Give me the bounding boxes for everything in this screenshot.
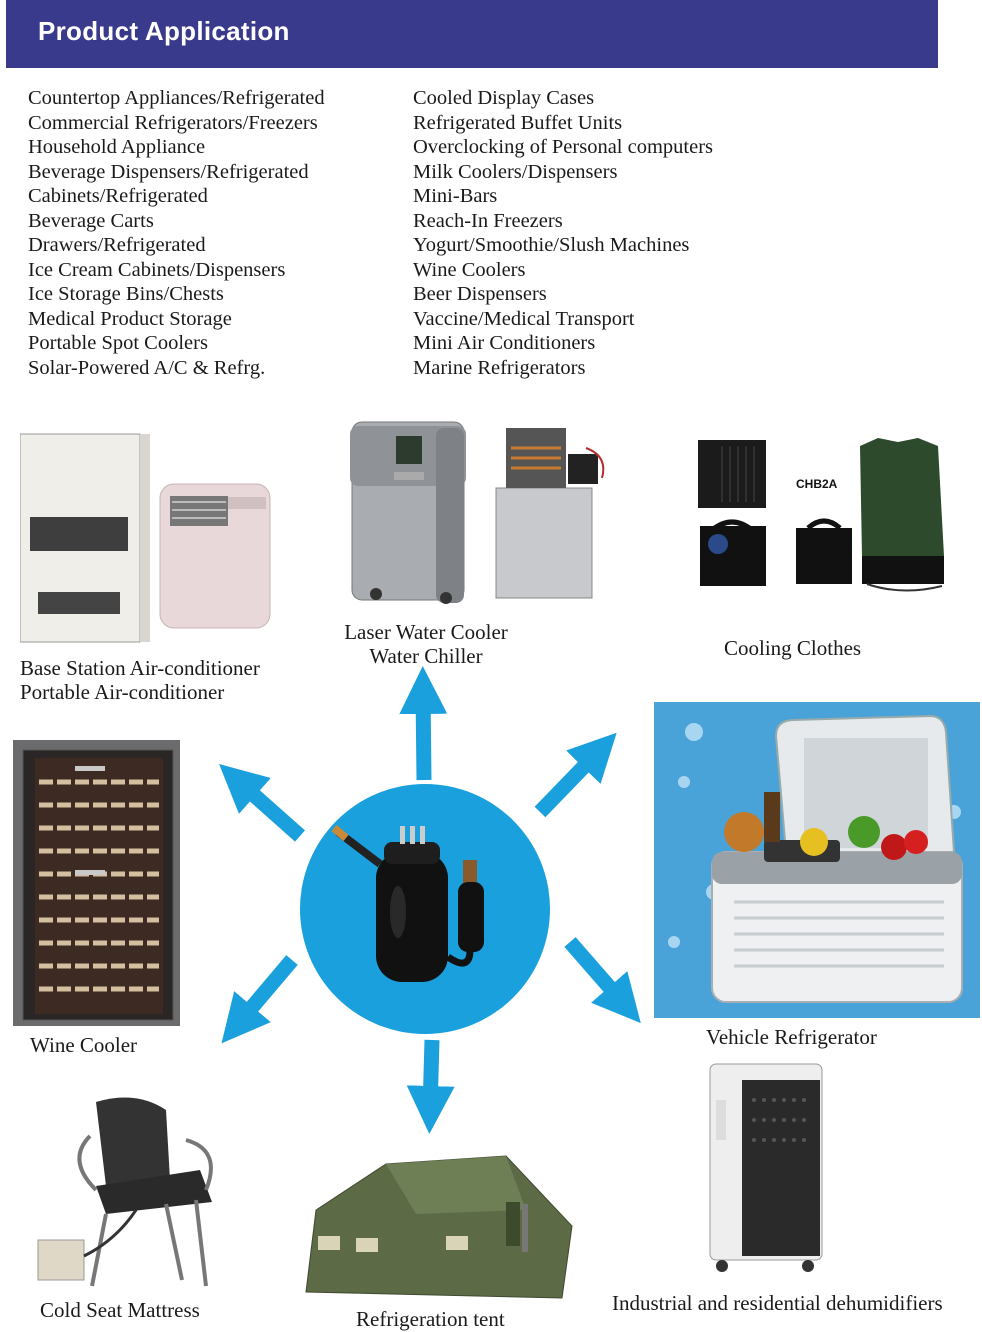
arrow-down-right xyxy=(564,937,641,1024)
caption-air-conditioner-line2: Portable Air-conditioner xyxy=(20,680,225,704)
application-left-item: Solar-Powered A/C & Refrg. xyxy=(28,356,266,379)
application-right-item: Refrigerated Buffet Units xyxy=(413,111,623,134)
application-left-item: Ice Cream Cabinets/Dispensers xyxy=(28,258,286,281)
application-left-item: Beverage Carts xyxy=(28,209,154,232)
caption-air-conditioner-line1: Base Station Air-conditioner xyxy=(20,656,260,680)
application-right-item: Milk Coolers/Dispensers xyxy=(413,160,618,183)
caption-dehumidifier: Industrial and residential dehumidifiers xyxy=(612,1291,943,1315)
application-right-item: Marine Refrigerators xyxy=(413,356,586,379)
application-right-item: Reach-In Freezers xyxy=(413,209,563,232)
wine-cooler-image xyxy=(13,740,180,1026)
caption-air-conditioner: Base Station Air-conditioner Portable Ai… xyxy=(20,656,260,704)
application-right-item: Yogurt/Smoothie/Slush Machines xyxy=(413,234,690,256)
cooling-clothes-image: CHB2A xyxy=(698,438,944,592)
application-left-item: Portable Spot Coolers xyxy=(28,332,208,354)
caption-laser-line1: Laser Water Cooler xyxy=(344,620,508,644)
caption-cooling-clothes: Cooling Clothes xyxy=(724,636,862,660)
arrow-up-right xyxy=(534,732,617,818)
application-left-item: Medical Product Storage xyxy=(28,307,232,330)
application-left-item: Beverage Dispensers/Refrigerated xyxy=(28,160,309,183)
application-right-item: Cooled Display Cases xyxy=(413,87,595,109)
tent-image xyxy=(305,1155,573,1299)
application-right-item: Mini Air Conditioners xyxy=(413,332,596,354)
application-right-item: Mini-Bars xyxy=(413,185,498,207)
page-title: Product Application xyxy=(38,16,290,46)
header-banner: Product Application xyxy=(6,0,938,68)
compressor-center xyxy=(300,784,550,1034)
air-conditioner-image xyxy=(20,433,271,643)
caption-vehicle-refrigerator: Vehicle Refrigerator xyxy=(706,1025,877,1049)
application-right-item: Beer Dispensers xyxy=(413,283,547,305)
caption-wine-cooler: Wine Cooler xyxy=(30,1033,138,1057)
application-right-item: Overclocking of Personal computers xyxy=(413,136,714,158)
arrow-down-left xyxy=(221,955,298,1044)
application-right-item: Wine Coolers xyxy=(413,258,526,281)
application-left-item: Drawers/Refrigerated xyxy=(28,234,206,256)
application-left-item: Household Appliance xyxy=(28,136,206,158)
application-left-item: Countertop Appliances/Refrigerated xyxy=(28,87,325,109)
application-left-item: Cabinets/Refrigerated xyxy=(28,185,208,207)
arrow-up-left xyxy=(219,764,305,842)
caption-tent: Refrigeration tent xyxy=(356,1307,505,1331)
arrow-up xyxy=(399,666,448,781)
compressor-icon xyxy=(331,824,484,982)
application-right-item: Vaccine/Medical Transport xyxy=(413,307,635,330)
laser-cooler-image xyxy=(350,421,605,604)
arrow-down xyxy=(406,1039,455,1134)
vehicle-refrigerator-image xyxy=(654,702,980,1018)
dehumidifier-image xyxy=(709,1063,823,1272)
caption-laser: Laser Water Cooler Water Chiller xyxy=(326,620,526,668)
cooling-clothes-tag: CHB2A xyxy=(796,477,838,491)
application-left-item: Commercial Refrigerators/Freezers xyxy=(28,111,318,134)
application-left-item: Ice Storage Bins/Chests xyxy=(28,283,224,305)
caption-laser-line2: Water Chiller xyxy=(369,644,483,668)
caption-cold-seat: Cold Seat Mattress xyxy=(40,1298,200,1322)
cold-seat-image xyxy=(37,1097,213,1287)
